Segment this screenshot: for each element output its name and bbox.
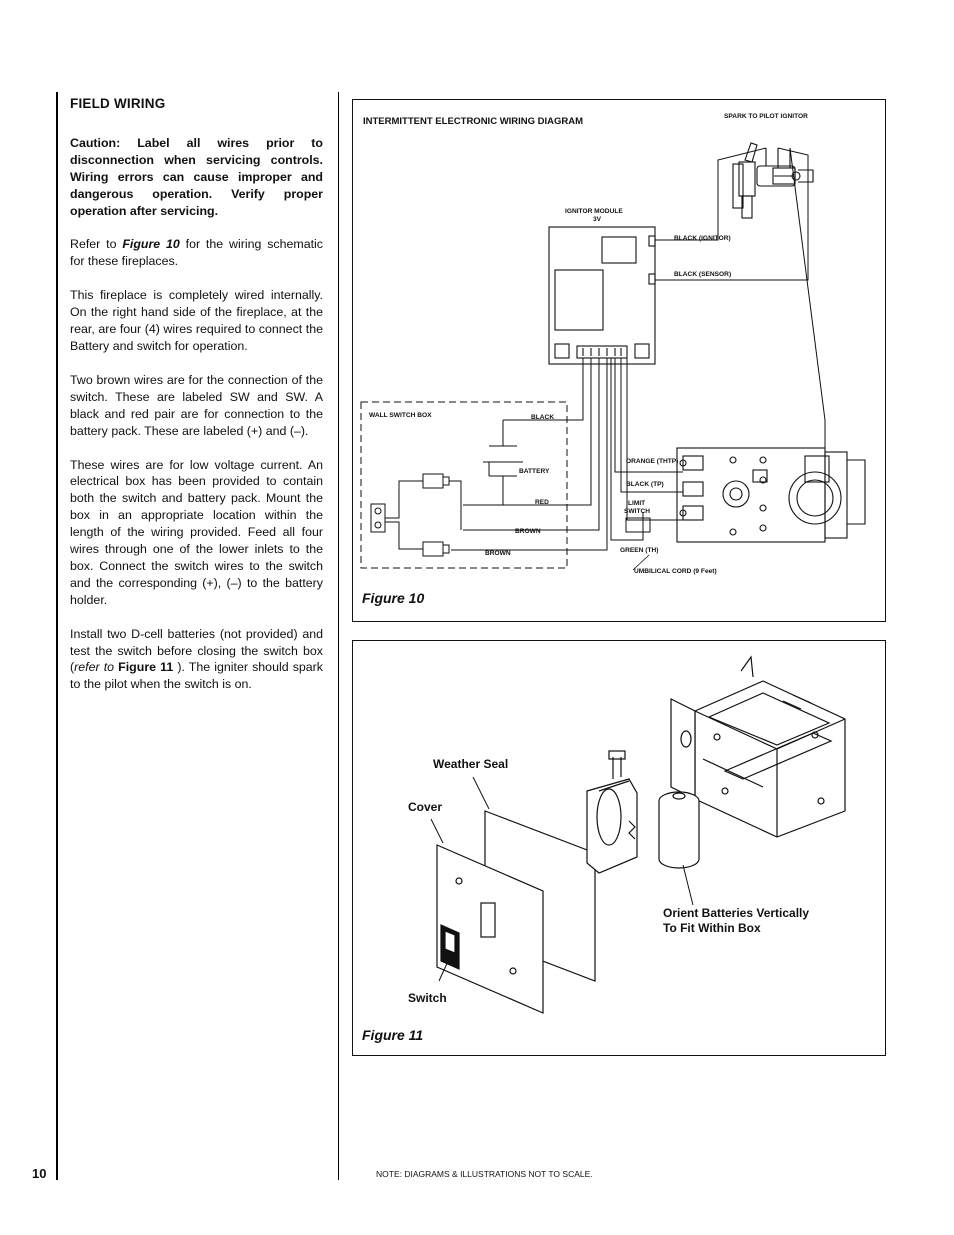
brown-wire-label-1: BROWN (515, 528, 541, 535)
column-divider-rule (338, 92, 339, 1180)
left-margin-rule (56, 92, 58, 1180)
limit-switch-label-1: LIMIT (628, 500, 646, 507)
brown-wire-label-2: BROWN (485, 550, 511, 557)
limit-switch-label-2: SWITCH (624, 508, 651, 515)
field-wiring-section: FIELD WIRING Caution: Label all wires pr… (70, 96, 323, 710)
paragraph-low-voltage: These wires are for low voltage current.… (70, 457, 323, 607)
ignitor-module-label: IGNITOR MODULE (565, 208, 623, 215)
wall-switch-box (360, 401, 568, 569)
pilot-ignitor (732, 142, 814, 219)
limit-switch (625, 517, 651, 533)
orange-thtp-label: ORANGE (THTP) (626, 458, 679, 465)
paragraph-internal-wiring: This fireplace is completely wired inter… (70, 288, 323, 353)
red-wire-label: RED (535, 499, 549, 506)
paragraph-brown-wires: Two brown wires are for the connection o… (70, 372, 323, 438)
switch-callout: Switch (408, 991, 447, 1005)
paragraph-batteries-post: ). The igniter should spark to the pilot… (70, 660, 324, 692)
green-th-label: GREEN (TH) (620, 547, 659, 554)
gas-valve (676, 447, 866, 543)
switch-box-illustration (430, 655, 846, 1014)
paragraph-refer-pre: Refer to (70, 237, 123, 252)
page-number: 10 (32, 1166, 47, 1181)
black-tp-label: BLACK (TP) (626, 481, 664, 488)
battery-holder (586, 750, 638, 874)
black-wire-label: BLACK (531, 414, 555, 421)
figure11-label: Figure 11 (362, 1027, 424, 1043)
cover-callout: Cover (408, 800, 443, 814)
figure11-reference: Figure 11 (118, 660, 174, 675)
weather-seal-callout: Weather Seal (433, 757, 509, 771)
battery-label: BATTERY (519, 468, 550, 475)
sensor-wire (655, 147, 809, 281)
paragraph-refer-post: for the wiring schematic for these firep… (70, 237, 323, 269)
electrical-box (670, 655, 846, 838)
ignitor-module (548, 226, 656, 365)
wall-switch-box-label: WALL SWITCH BOX (369, 412, 432, 419)
scale-note: NOTE: DIAGRAMS & ILLUSTRATIONS NOT TO SC… (376, 1169, 593, 1179)
black-ignitor-label: BLACK (IGNITOR) (674, 235, 731, 242)
section-heading: FIELD WIRING (70, 96, 166, 111)
ignitor-wire (655, 147, 767, 241)
figure10-box: INTERMITTENT ELECTRONIC WIRING DIAGRAM F… (352, 99, 886, 622)
orient-batteries-callout-1: Orient Batteries Vertically (663, 906, 810, 920)
caution-paragraph: Caution: Label all wires prior to discon… (70, 135, 323, 218)
paragraph-refer: Refer to Figure 10 for the wiring schema… (70, 236, 323, 270)
paragraph-batteries: Install two D-cell batteries (not provid… (70, 626, 323, 694)
wiring-diagram (360, 142, 866, 571)
refer-to-text: refer to (74, 660, 119, 675)
spark-label: SPARK TO PILOT IGNITOR (724, 113, 808, 120)
umbilical-cord-label: UMBILICAL CORD (9 Feet) (634, 568, 717, 575)
black-sensor-label: BLACK (SENSOR) (674, 271, 732, 278)
ignitor-module-voltage: 3V (593, 216, 602, 223)
paragraph-batteries-pre: Install two D-cell batteries (not provid… (70, 626, 323, 675)
rocker-switch (440, 924, 460, 970)
figure10-reference: Figure 10 (122, 237, 180, 252)
orient-batteries-callout-2: To Fit Within Box (663, 921, 761, 935)
wiring-diagram-title: INTERMITTENT ELECTRONIC WIRING DIAGRAM (363, 116, 584, 127)
figure11-box: Weather Seal Cover Orient Batteries Vert… (352, 640, 886, 1056)
figure10-label: Figure 10 (362, 590, 425, 606)
pilot-feed-wire (789, 147, 826, 448)
d-cell-battery (658, 791, 700, 869)
